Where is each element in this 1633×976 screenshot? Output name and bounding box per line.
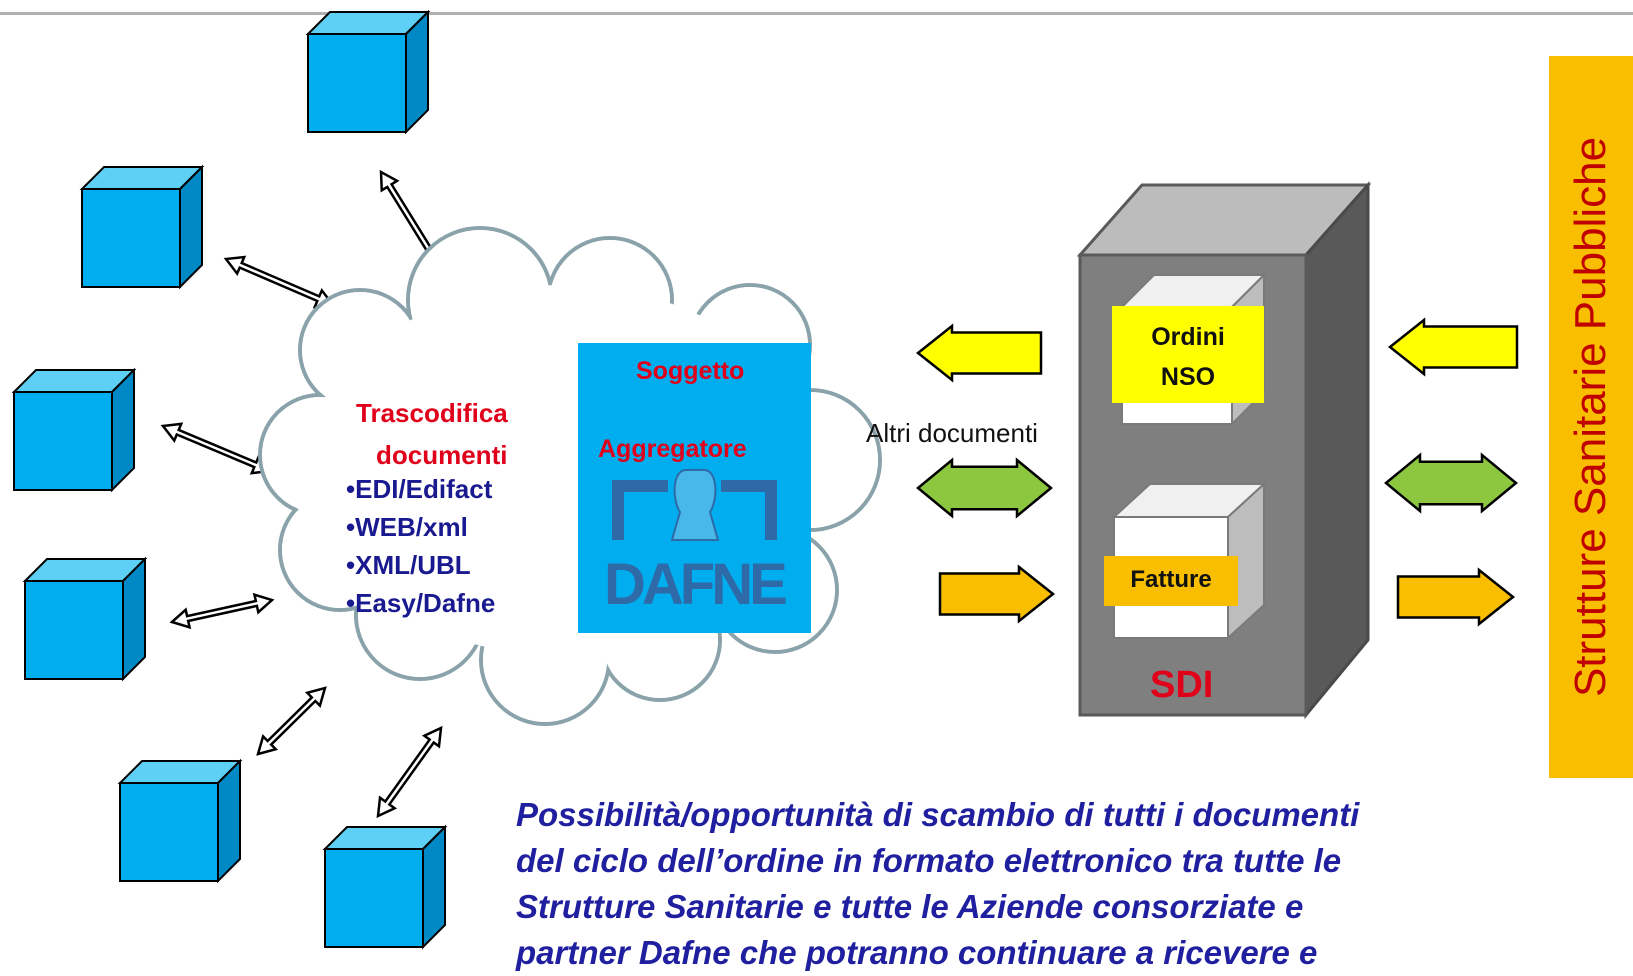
- orders-line-2: NSO: [1160, 363, 1216, 391]
- invoices-label: Fatture: [1130, 566, 1212, 593]
- block-arrow-icon: [938, 564, 1056, 624]
- orders-line-1: Ordini: [1151, 323, 1225, 351]
- caption-line: Strutture Sanitarie e tutte le Aziende c…: [516, 888, 1304, 925]
- double-arrow-icon: [256, 686, 327, 756]
- block-arrow-icon: [915, 323, 1043, 383]
- cube-icon: [307, 11, 429, 133]
- caption-line: partner Dafne che potranno continuare a …: [516, 934, 1318, 971]
- cloud-heading-2: documenti: [376, 440, 508, 470]
- cloud-heading-1: Trascodifica: [356, 398, 508, 428]
- aggregator-line-2: Aggregatore: [598, 435, 747, 463]
- caption: Possibilità/opportunità di scambio di tu…: [516, 792, 1616, 976]
- orders-highlight: [1112, 306, 1264, 403]
- caption-line: del ciclo dell’ordine in formato elettro…: [516, 842, 1342, 879]
- block-arrow-icon: [1384, 452, 1518, 514]
- server-cabinet-icon: [1076, 181, 1372, 720]
- other-documents-label: Altri documenti: [866, 418, 1038, 448]
- block-arrow-icon: [916, 457, 1053, 519]
- dafne-logo-icon: [610, 469, 780, 608]
- double-arrow-icon: [169, 592, 275, 630]
- double-arrow-icon: [376, 725, 443, 819]
- invoices-highlight: [1104, 556, 1238, 606]
- format-item: •EDI/Edifact: [346, 474, 493, 504]
- cube-icon: [24, 558, 146, 680]
- sdi-title: SDI: [1150, 664, 1214, 706]
- flow-arrows: [915, 317, 1519, 627]
- format-item: •XML/UBL: [346, 550, 471, 580]
- format-item: •Easy/Dafne: [346, 588, 496, 618]
- format-item: •WEB/xml: [346, 512, 468, 542]
- caption-line: Possibilità/opportunità di scambio di tu…: [516, 796, 1360, 833]
- block-arrow-icon: [1396, 567, 1516, 627]
- dafne-logo-text: DAFNE: [604, 552, 788, 617]
- cube-icon: [119, 760, 241, 882]
- cube-icon: [81, 166, 203, 288]
- double-arrow-icon: [160, 422, 273, 475]
- block-arrow-icon: [1387, 317, 1519, 377]
- cube-cloud-arrows: [160, 169, 448, 819]
- cube-icon: [13, 369, 135, 491]
- cube-icon: [324, 826, 446, 948]
- double-arrow-icon: [223, 255, 336, 309]
- side-label: Strutture Sanitarie Pubbliche: [1566, 136, 1615, 698]
- side-label-bar: Strutture Sanitarie Pubbliche: [1549, 56, 1633, 778]
- aggregator-line-1: Soggetto: [636, 357, 745, 385]
